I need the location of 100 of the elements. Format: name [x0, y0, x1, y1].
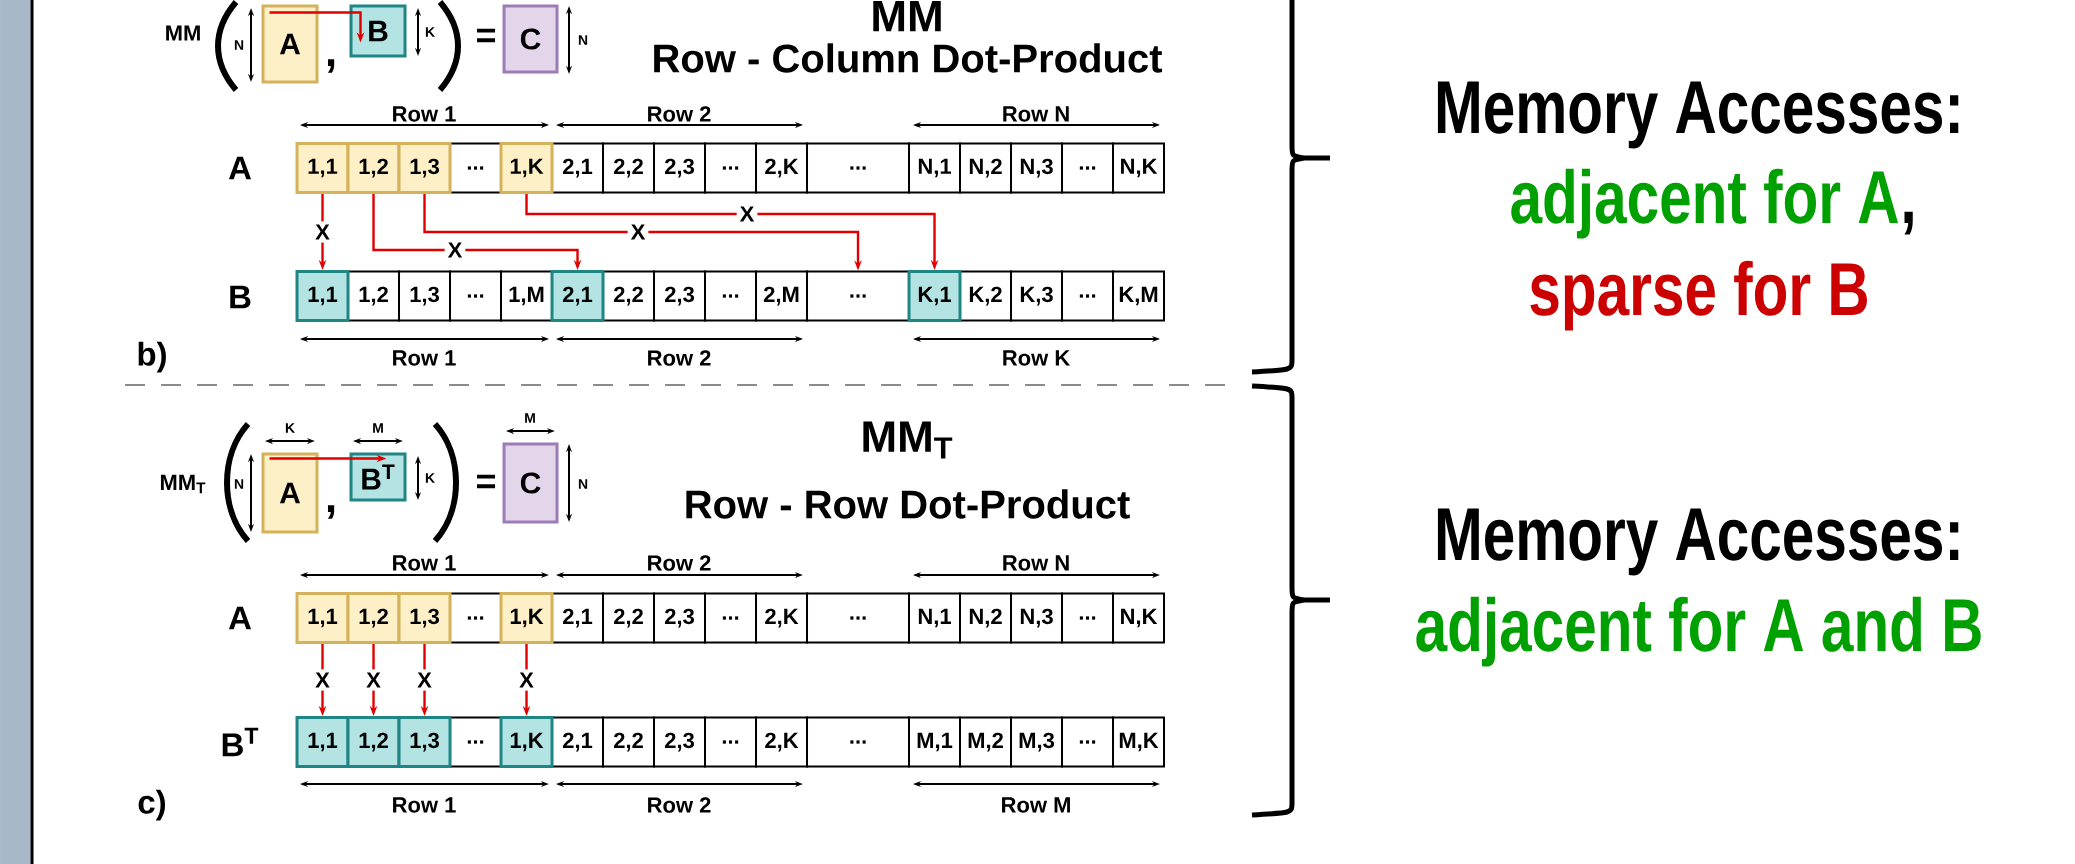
- memory-cell: 1,K: [499, 716, 554, 768]
- matrix-box: C: [502, 4, 559, 74]
- memory-cell: N,3: [1010, 142, 1063, 194]
- memory-cell: 1,3: [397, 592, 452, 644]
- memory-cell: 2,K: [755, 142, 808, 194]
- dimension-label: K: [425, 27, 435, 37]
- memory-cell: ...: [1061, 592, 1114, 644]
- memory-cell: 2,M: [755, 270, 808, 322]
- matrix-label: MM$_{T}$: [160, 474, 206, 494]
- memory-cell: 1,3: [397, 142, 452, 194]
- subtitle: Row - Column Dot-Product: [654, 43, 1163, 73]
- memory-cell: 2,1: [551, 142, 604, 194]
- memory-cell: ...: [704, 592, 757, 644]
- memory-cell: ...: [704, 716, 757, 768]
- memory-cell: N,2: [959, 592, 1012, 644]
- memory-cell: K,2: [959, 270, 1012, 322]
- memory-cell: 2,3: [653, 592, 706, 644]
- memory-cell: K,M: [1112, 270, 1165, 322]
- memory-cell: ...: [806, 592, 910, 644]
- array-label: A: [228, 606, 252, 630]
- equals-sign: =: [477, 474, 496, 489]
- memory-cell: ...: [449, 270, 502, 322]
- dimension-label: M: [373, 423, 383, 433]
- memory-cell: 2,3: [653, 270, 706, 322]
- memory-cell: ...: [806, 142, 910, 194]
- memory-cell: 1,2: [346, 592, 401, 644]
- memory-cell: 2,K: [755, 716, 808, 768]
- access-note: adjacent for A and B: [1416, 596, 1981, 667]
- edge-label: X: [444, 239, 466, 261]
- edge-label: X: [736, 203, 758, 225]
- array-label: A: [228, 156, 252, 180]
- memory-cell: 2,1: [551, 716, 604, 768]
- memory-cell: N,1: [908, 142, 961, 194]
- edge-label: X: [516, 669, 537, 691]
- subtitle: Row - Row Dot-Product: [686, 489, 1130, 519]
- memory-cell: ...: [704, 270, 757, 322]
- memory-cell: 1,1: [295, 270, 350, 322]
- memory-cell: 2,K: [755, 592, 808, 644]
- dimension-label: N: [234, 40, 244, 50]
- memory-cell: K,3: [1010, 270, 1063, 322]
- row-label: Row 1: [393, 106, 456, 122]
- memory-cell: M,K: [1112, 716, 1165, 768]
- matrix-box: B: [349, 4, 407, 58]
- row-label: Row 2: [648, 350, 711, 366]
- edge-label: X: [363, 669, 384, 691]
- memory-cell: M,3: [1010, 716, 1063, 768]
- memory-cell: N,K: [1112, 592, 1165, 644]
- memory-cell: ...: [1061, 716, 1114, 768]
- row-label: Row N: [1003, 106, 1069, 122]
- heading: Memory Accesses:: [1437, 81, 1959, 149]
- dimension-label: M: [525, 413, 535, 423]
- matrix-box: A: [261, 4, 319, 84]
- comma-sign: ,: [327, 59, 335, 73]
- dimension-label: K: [285, 423, 295, 433]
- matrix-label: MM: [166, 25, 200, 41]
- memory-cell: ...: [704, 142, 757, 194]
- memory-cell: 2,2: [602, 716, 655, 768]
- title: MM: [873, 0, 941, 32]
- dimension-label: N: [578, 35, 588, 45]
- matrix-box: B$^{T}$: [349, 452, 407, 502]
- memory-cell: 2,3: [653, 142, 706, 194]
- access-note: adjacent for A: [1511, 168, 1899, 239]
- heading: Memory Accesses:: [1437, 508, 1959, 576]
- memory-cell: ...: [449, 142, 502, 194]
- memory-cell: ...: [806, 270, 910, 322]
- memory-cell: 2,1: [550, 270, 605, 322]
- edge-label: X: [414, 669, 435, 691]
- memory-cell: ...: [449, 716, 502, 768]
- row-label: Row M: [1002, 797, 1070, 813]
- memory-cell: 1,3: [397, 716, 452, 768]
- memory-cell: 2,2: [602, 142, 655, 194]
- row-label: Row 1: [393, 797, 456, 813]
- title: MM$_{T}$: [863, 421, 953, 459]
- memory-cell: ...: [1061, 270, 1114, 322]
- memory-cell: 1,1: [295, 592, 350, 644]
- memory-cell: 1,1: [295, 142, 350, 194]
- memory-cell: M,1: [908, 716, 961, 768]
- memory-cell: 1,2: [347, 270, 400, 322]
- panel-label: b): [138, 341, 166, 373]
- array-label: B$^{T}$: [222, 727, 259, 757]
- memory-cell: 1,1: [295, 716, 350, 768]
- memory-cell: 1,K: [499, 142, 554, 194]
- memory-cell: K,1: [907, 270, 962, 322]
- matrix-box: C: [502, 442, 559, 524]
- memory-cell: 1,M: [500, 270, 553, 322]
- memory-cell: 1,2: [346, 716, 401, 768]
- memory-cell: 1,3: [398, 270, 451, 322]
- memory-cell: 1,K: [499, 592, 554, 644]
- comma-sign: ,: [327, 505, 335, 519]
- memory-cell: 2,3: [653, 716, 706, 768]
- row-label: Row 2: [648, 555, 711, 571]
- dimension-label: N: [578, 479, 588, 489]
- edge-label: X: [627, 221, 649, 243]
- memory-cell: 2,1: [551, 592, 604, 644]
- memory-cell: 1,2: [346, 142, 401, 194]
- comma-sign: ,: [1904, 211, 1913, 235]
- row-label: Row K: [1003, 350, 1070, 366]
- array-label: B: [230, 285, 251, 309]
- memory-cell: N,K: [1112, 142, 1165, 194]
- memory-cell: ...: [449, 592, 502, 644]
